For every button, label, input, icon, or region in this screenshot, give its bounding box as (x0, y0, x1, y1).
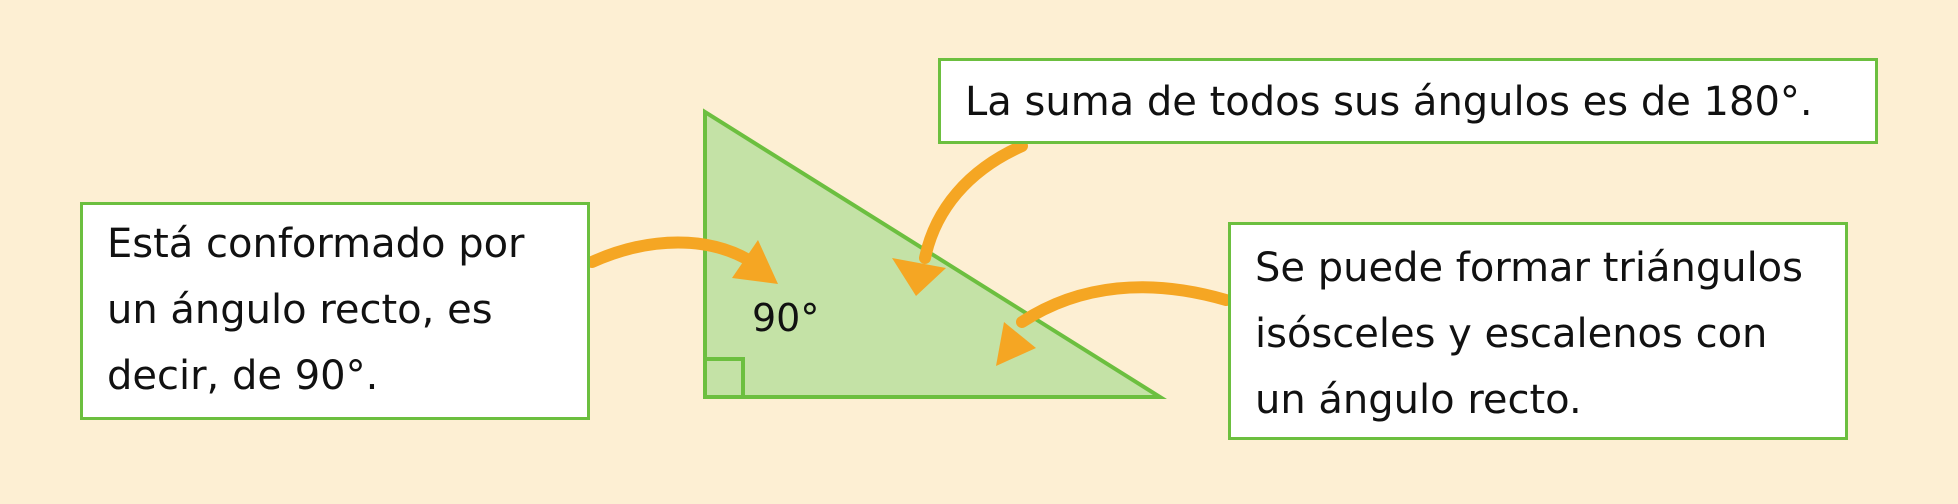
info-text-triangle-types: Se puede formar triángulos isósceles y e… (1255, 245, 1803, 423)
angle-label-90: 90° (752, 296, 820, 340)
info-box-angle-sum: La suma de todos sus ángulos es de 180°. (938, 58, 1878, 144)
right-triangle (703, 108, 1167, 399)
right-angle-marker (703, 357, 745, 399)
info-text-right-angle: Está conformado por un ángulo recto, es … (107, 221, 525, 399)
arrow-left-icon (586, 236, 778, 284)
info-box-right-angle: Está conformado por un ángulo recto, es … (80, 202, 590, 420)
info-box-triangle-types: Se puede formar triángulos isósceles y e… (1228, 222, 1848, 440)
info-text-angle-sum: La suma de todos sus ángulos es de 180°. (965, 79, 1813, 125)
arrow-top-icon (892, 140, 1028, 296)
arrow-right-icon (996, 281, 1232, 366)
